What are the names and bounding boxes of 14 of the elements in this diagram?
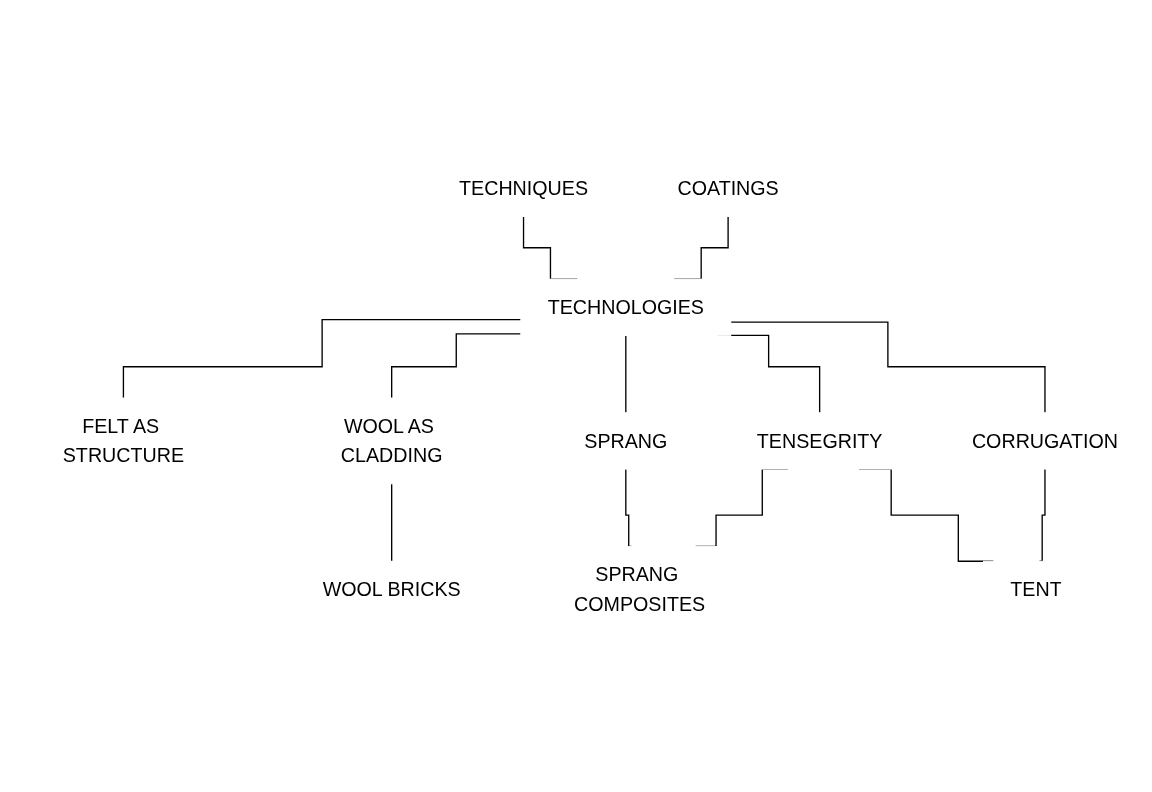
node-text: CORRUGATION: [971, 429, 1119, 452]
connector: [122, 318, 522, 399]
connector: [391, 333, 522, 399]
node-text: TECHNIQUES: [459, 176, 589, 200]
connector: [625, 334, 627, 414]
node-text: COATINGS: [677, 176, 779, 200]
node-text: FELT AS STRUCTURE: [62, 414, 185, 467]
node-text: TENT: [1010, 577, 1062, 601]
node-text: SPRANG COMPOSITES: [573, 563, 706, 616]
connector: [730, 321, 1046, 414]
connector: [391, 482, 393, 562]
node-text: SPRANG: [584, 429, 668, 452]
node-text: WOOL BRICKS: [322, 577, 461, 601]
node-text: WOOL AS CLADDING: [340, 414, 443, 467]
